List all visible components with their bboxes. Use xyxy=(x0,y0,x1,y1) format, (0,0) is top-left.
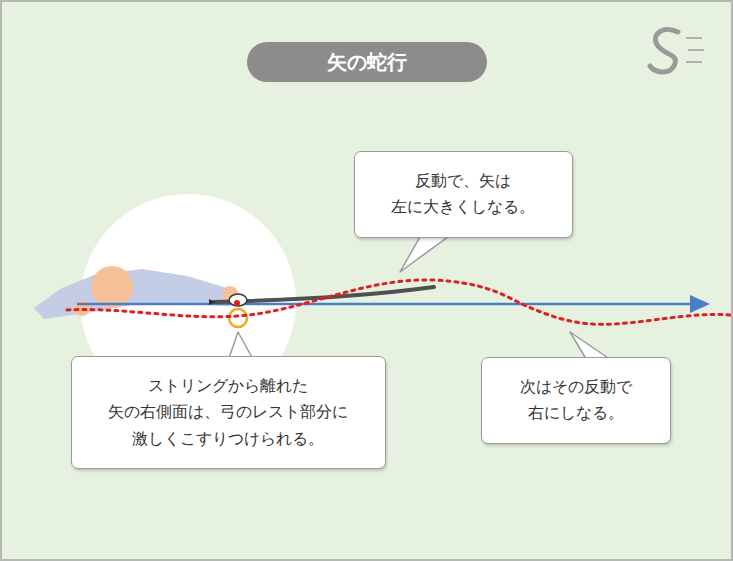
title-text: 矢の蛇行 xyxy=(327,50,407,74)
arrow-path-dotted xyxy=(67,280,730,324)
callout-box: 反動で、矢は 左に大きくしなる。 xyxy=(354,151,573,238)
callout-text: ストリングから離れた 矢の右側面は、弓のレスト部分に 激しくこすりつけられる。 xyxy=(102,373,355,452)
archer-arm xyxy=(34,269,238,319)
rest-dot xyxy=(234,300,240,306)
callout-text: 反動で、矢は 左に大きくしなる。 xyxy=(385,168,542,221)
callout-box: ストリングから離れた 矢の右側面は、弓のレスト部分に 激しくこすりつけられる。 xyxy=(71,356,386,469)
title-pill: 矢の蛇行 xyxy=(247,42,487,82)
archer-head xyxy=(91,266,133,308)
arrow-nock xyxy=(209,299,216,305)
logo-mark xyxy=(650,29,678,72)
logo-strokes xyxy=(686,38,704,62)
contact-ring xyxy=(229,309,247,327)
callout-box: 次はその反動で 右にしなる。 xyxy=(481,357,671,444)
target-arrowhead xyxy=(690,295,710,313)
bow-grip xyxy=(229,294,247,306)
callout-text: 次はその反動で 右にしなる。 xyxy=(512,374,640,427)
target-line xyxy=(77,303,692,306)
archer-back-hand xyxy=(74,300,90,316)
callout-tail xyxy=(400,237,448,272)
